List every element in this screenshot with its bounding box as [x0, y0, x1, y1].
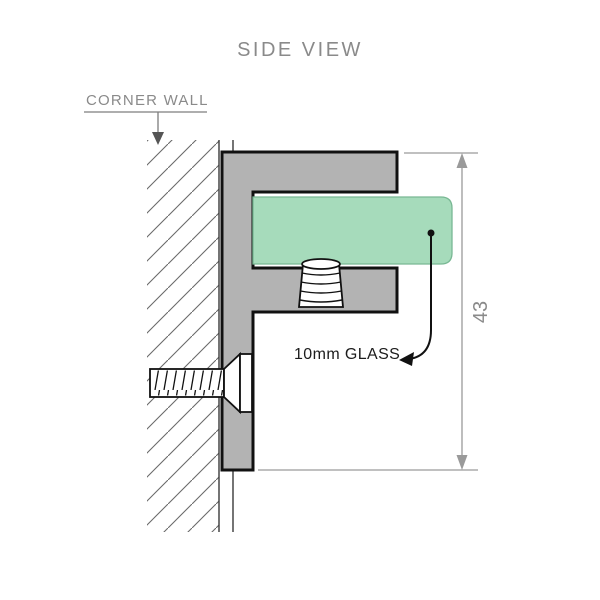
wall-screw — [149, 351, 253, 415]
grub-screw-thread — [299, 299, 343, 303]
wall-screw-threads — [152, 370, 223, 396]
leader-dot — [427, 229, 435, 237]
dimension-43: 43 — [258, 152, 492, 471]
wall-screw-head — [239, 353, 253, 413]
dimension-arrow-down-icon — [456, 455, 468, 470]
corner-wall-annotation: CORNER WALL — [84, 92, 209, 145]
bracket-profile — [220, 150, 399, 472]
glass-annotation: 10mm GLASS — [294, 229, 435, 366]
wall — [147, 140, 234, 532]
glass-panel — [252, 196, 453, 265]
dimension-value: 43 — [470, 301, 492, 323]
grub-screw-thread — [301, 272, 341, 276]
glass-label: 10mm GLASS — [294, 346, 400, 363]
corner-wall-label: CORNER WALL — [86, 92, 209, 109]
grub-screw-thread — [300, 290, 342, 294]
arrow-left-icon — [399, 352, 414, 366]
arrow-down-icon — [152, 132, 164, 145]
diagram-title: SIDE VIEW — [237, 39, 363, 61]
dimension-arrow-up-icon — [456, 153, 468, 168]
grub-screw — [298, 258, 344, 308]
grub-screw-thread — [300, 281, 342, 285]
grub-screw-cap — [301, 258, 341, 270]
leader-line — [408, 236, 432, 360]
wall-hatch — [147, 140, 219, 532]
